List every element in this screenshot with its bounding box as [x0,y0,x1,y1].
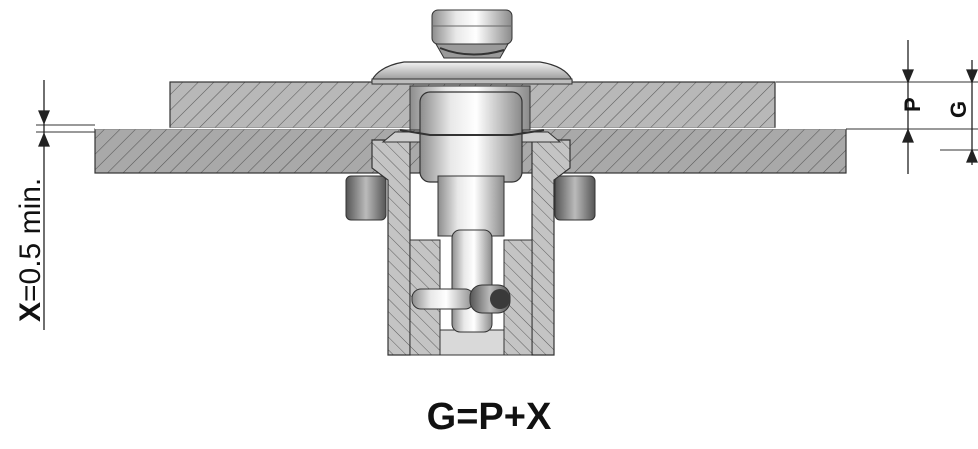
dimension-x-label: X=0.5 min. [14,178,48,322]
stud-head [370,61,573,85]
dimension-x [38,80,50,330]
washer [399,129,545,136]
x-symbol: X [14,301,47,322]
receptacle-lugs [345,175,596,221]
dimension-g [966,60,978,165]
cross-pin [411,284,511,314]
formula-caption: G=P+X [426,396,552,438]
reference-lines [36,81,978,151]
dimension-g-label: G [946,100,971,118]
top-screw [431,9,513,59]
dimension-p [902,40,914,174]
x-value: =0.5 min. [14,177,47,302]
dimension-p-label: P [900,97,925,112]
